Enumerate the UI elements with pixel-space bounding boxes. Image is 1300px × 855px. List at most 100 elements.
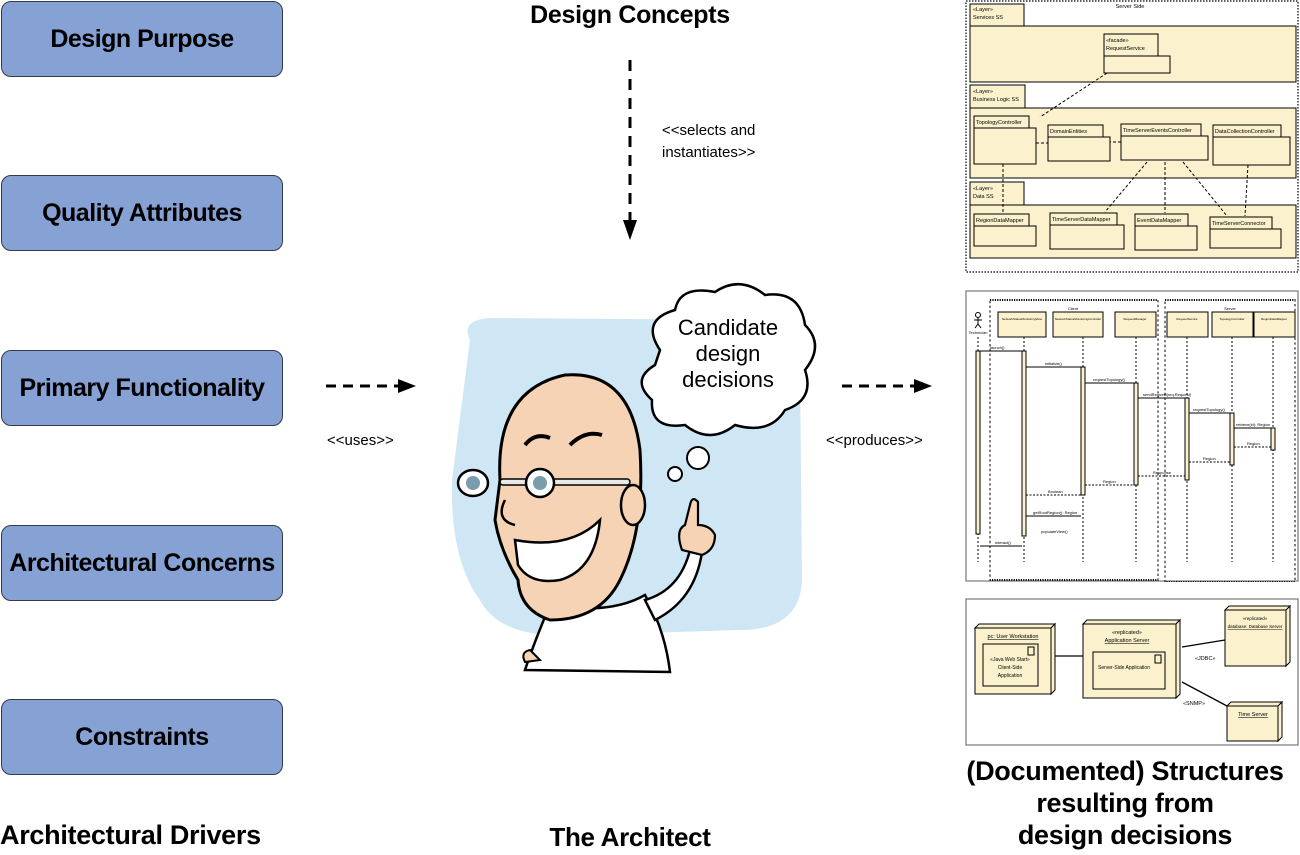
element-name: TimeServerDataMapper: [1052, 217, 1111, 223]
nose: [500, 499, 516, 527]
architect-title: The Architect: [549, 822, 711, 852]
drivers-title: Architectural Drivers: [0, 820, 261, 850]
right-eyebrow: [568, 431, 603, 447]
activation: [1229, 412, 1235, 466]
message-label: Region: [1103, 479, 1116, 484]
driver-label: Primary Functionality: [19, 373, 265, 402]
message-label: Boolean: [1048, 489, 1063, 494]
node-database-server: «replicated» database: Database Server: [1223, 604, 1292, 668]
lifeline-head: [1114, 311, 1157, 338]
structures-title-line2: resulting from: [1036, 788, 1214, 818]
message-label: sendRequest(req:Request): [1143, 392, 1192, 397]
message-label: Region: [1247, 441, 1260, 446]
driver-design-purpose: Design Purpose: [1, 1, 283, 77]
server-group: [1164, 299, 1296, 582]
node-title: Application Server: [1105, 638, 1150, 644]
layer-stereotype: «Layer»: [973, 89, 993, 95]
layer-stereotype: «Layer»: [973, 7, 993, 13]
ear: [619, 483, 647, 527]
message-label: populateView(): [1041, 529, 1068, 534]
element-name: DomainEntities: [1050, 129, 1087, 135]
node-stereotype: «replicated»: [1112, 630, 1142, 636]
layer-name: Data SS: [973, 194, 994, 200]
goggle-strap: [499, 478, 631, 486]
left-eyebrow: [523, 434, 551, 447]
thought-bubble: [640, 283, 817, 482]
message-label: initialize(): [1045, 361, 1063, 366]
group-label: Client: [1068, 306, 1079, 311]
grin: [513, 516, 602, 583]
activation: [1184, 397, 1190, 481]
driver-label: Architectural Concerns: [9, 548, 275, 577]
element-name: RequestService: [1106, 46, 1145, 52]
selects-label: <<selects and instantiates>>: [662, 120, 755, 164]
layer-name: Services SS: [973, 15, 1003, 21]
element-region-data-mapper: [973, 225, 1037, 247]
element-time-server-data-mapper: [1049, 224, 1125, 250]
selects-label-line2: instantiates>>: [662, 144, 756, 161]
design-concepts-title: Design Concepts: [530, 1, 730, 29]
component-line: Client-Side: [998, 665, 1023, 671]
driver-architectural-concerns: Architectural Concerns: [1, 525, 283, 601]
frame-label: Server Side: [1116, 4, 1145, 10]
link-label: «SNMP»: [1183, 701, 1205, 707]
message-label: Response: [1153, 470, 1172, 475]
head: [493, 373, 643, 622]
driver-constraints: Constraints: [1, 699, 283, 775]
layer-name: Business Logic SS: [973, 97, 1019, 103]
thought-line-3: decisions: [682, 367, 774, 392]
dependency-arrows: [1002, 72, 1249, 217]
activation: [1080, 366, 1086, 496]
message-label: launch(): [990, 345, 1005, 350]
architect-illustration: Candidate design decisions: [451, 283, 817, 674]
node-time-server: Time Server: [1225, 700, 1284, 743]
message-label: Region: [1203, 456, 1216, 461]
selects-label-line1: <<selects and: [662, 122, 756, 139]
lifeline-head: [1211, 311, 1254, 338]
link-label: «JDBC»: [1195, 656, 1215, 662]
lifeline-head: [1052, 311, 1104, 338]
node-stereotype: «replicated»: [1243, 616, 1268, 621]
component-line: Application: [998, 673, 1023, 679]
driver-quality-attributes: Quality Attributes: [1, 175, 283, 251]
deployment-diagram: «JDBC» «SNMP» pc: User Workstation «Java…: [965, 598, 1300, 746]
message-label: requestTopology(): [1093, 377, 1126, 382]
group-label: Server: [1224, 306, 1236, 311]
lifeline-head: [997, 311, 1047, 338]
actor-label: Technician: [969, 330, 988, 335]
goggle-right-lens: [533, 476, 547, 490]
driver-label: Quality Attributes: [42, 198, 242, 227]
node-title: Time Server: [1238, 712, 1268, 718]
element-event-data-mapper: [1134, 225, 1198, 251]
element-request-service: [1103, 55, 1171, 74]
node-title: pc: User Workstation: [988, 634, 1039, 640]
lifeline-label: TopologyController: [1219, 317, 1244, 321]
uses-arrow: [326, 379, 416, 393]
node-application-server: «replicated» Application Server Server-S…: [1081, 618, 1182, 700]
lifeline-head: [1253, 311, 1296, 338]
message-label: interact(): [995, 540, 1011, 545]
activation: [1021, 350, 1027, 537]
left-hand: [522, 648, 543, 664]
element-name: RegionDataMapper: [976, 218, 1024, 224]
layer-stereotype: «Layer»: [973, 186, 993, 192]
uses-label: <<uses>>: [327, 432, 394, 449]
driver-label: Constraints: [75, 722, 209, 751]
activation: [1133, 382, 1139, 486]
client-group: [989, 299, 1159, 581]
element-name: TimeServerConnector: [1212, 221, 1266, 227]
sequence-diagram: Client Server Technician NetworkStatusMo…: [965, 290, 1300, 582]
produces-label: <<produces>>: [826, 432, 923, 449]
element-name: TimeServerEventsController: [1123, 128, 1192, 134]
message-label: requestTopology(): [1193, 407, 1226, 412]
thought-line-2: design: [696, 341, 761, 366]
component-line: Server-Side Application: [1098, 665, 1150, 671]
lifeline-label: NetworkStatusMonitoringView: [1002, 317, 1043, 321]
module-diagram: Server Side «Layer» Services SS «facade»…: [965, 0, 1300, 274]
structures-title-line1: (Documented) Structures: [966, 756, 1284, 786]
message-label: getRootRegion(): Region: [1033, 510, 1077, 515]
element-time-server-events-controller: [1120, 135, 1209, 161]
element-domain-entities: [1047, 136, 1111, 162]
element-topology-controller: [973, 127, 1037, 165]
actor-icon: [974, 312, 982, 329]
